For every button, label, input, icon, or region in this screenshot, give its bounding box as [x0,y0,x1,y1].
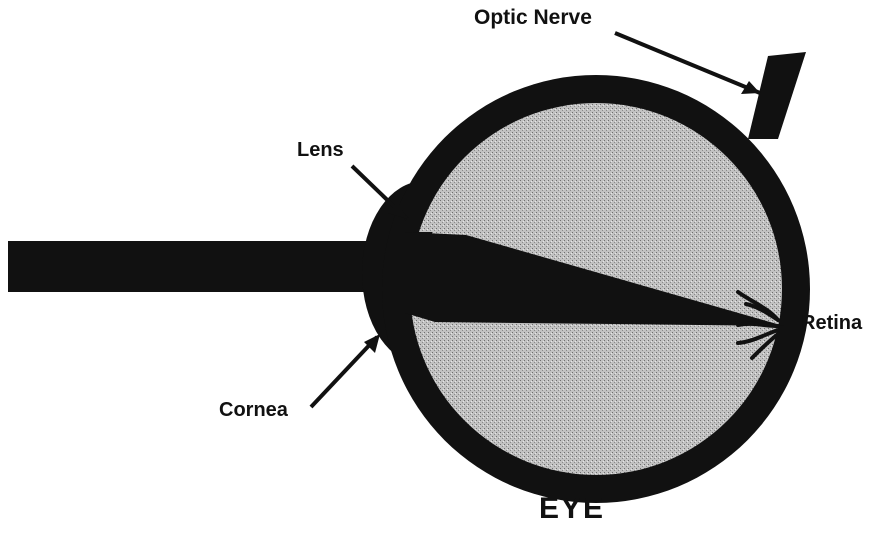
retina-label: Retina [801,313,862,333]
lens-label: Lens [297,140,344,160]
diagram-title: EYE [539,494,605,524]
optic-nerve-label: Optic Nerve [474,7,592,28]
light-beam [8,241,410,292]
optic-nerve-stalk [748,52,806,139]
cornea-label: Cornea [219,400,288,420]
